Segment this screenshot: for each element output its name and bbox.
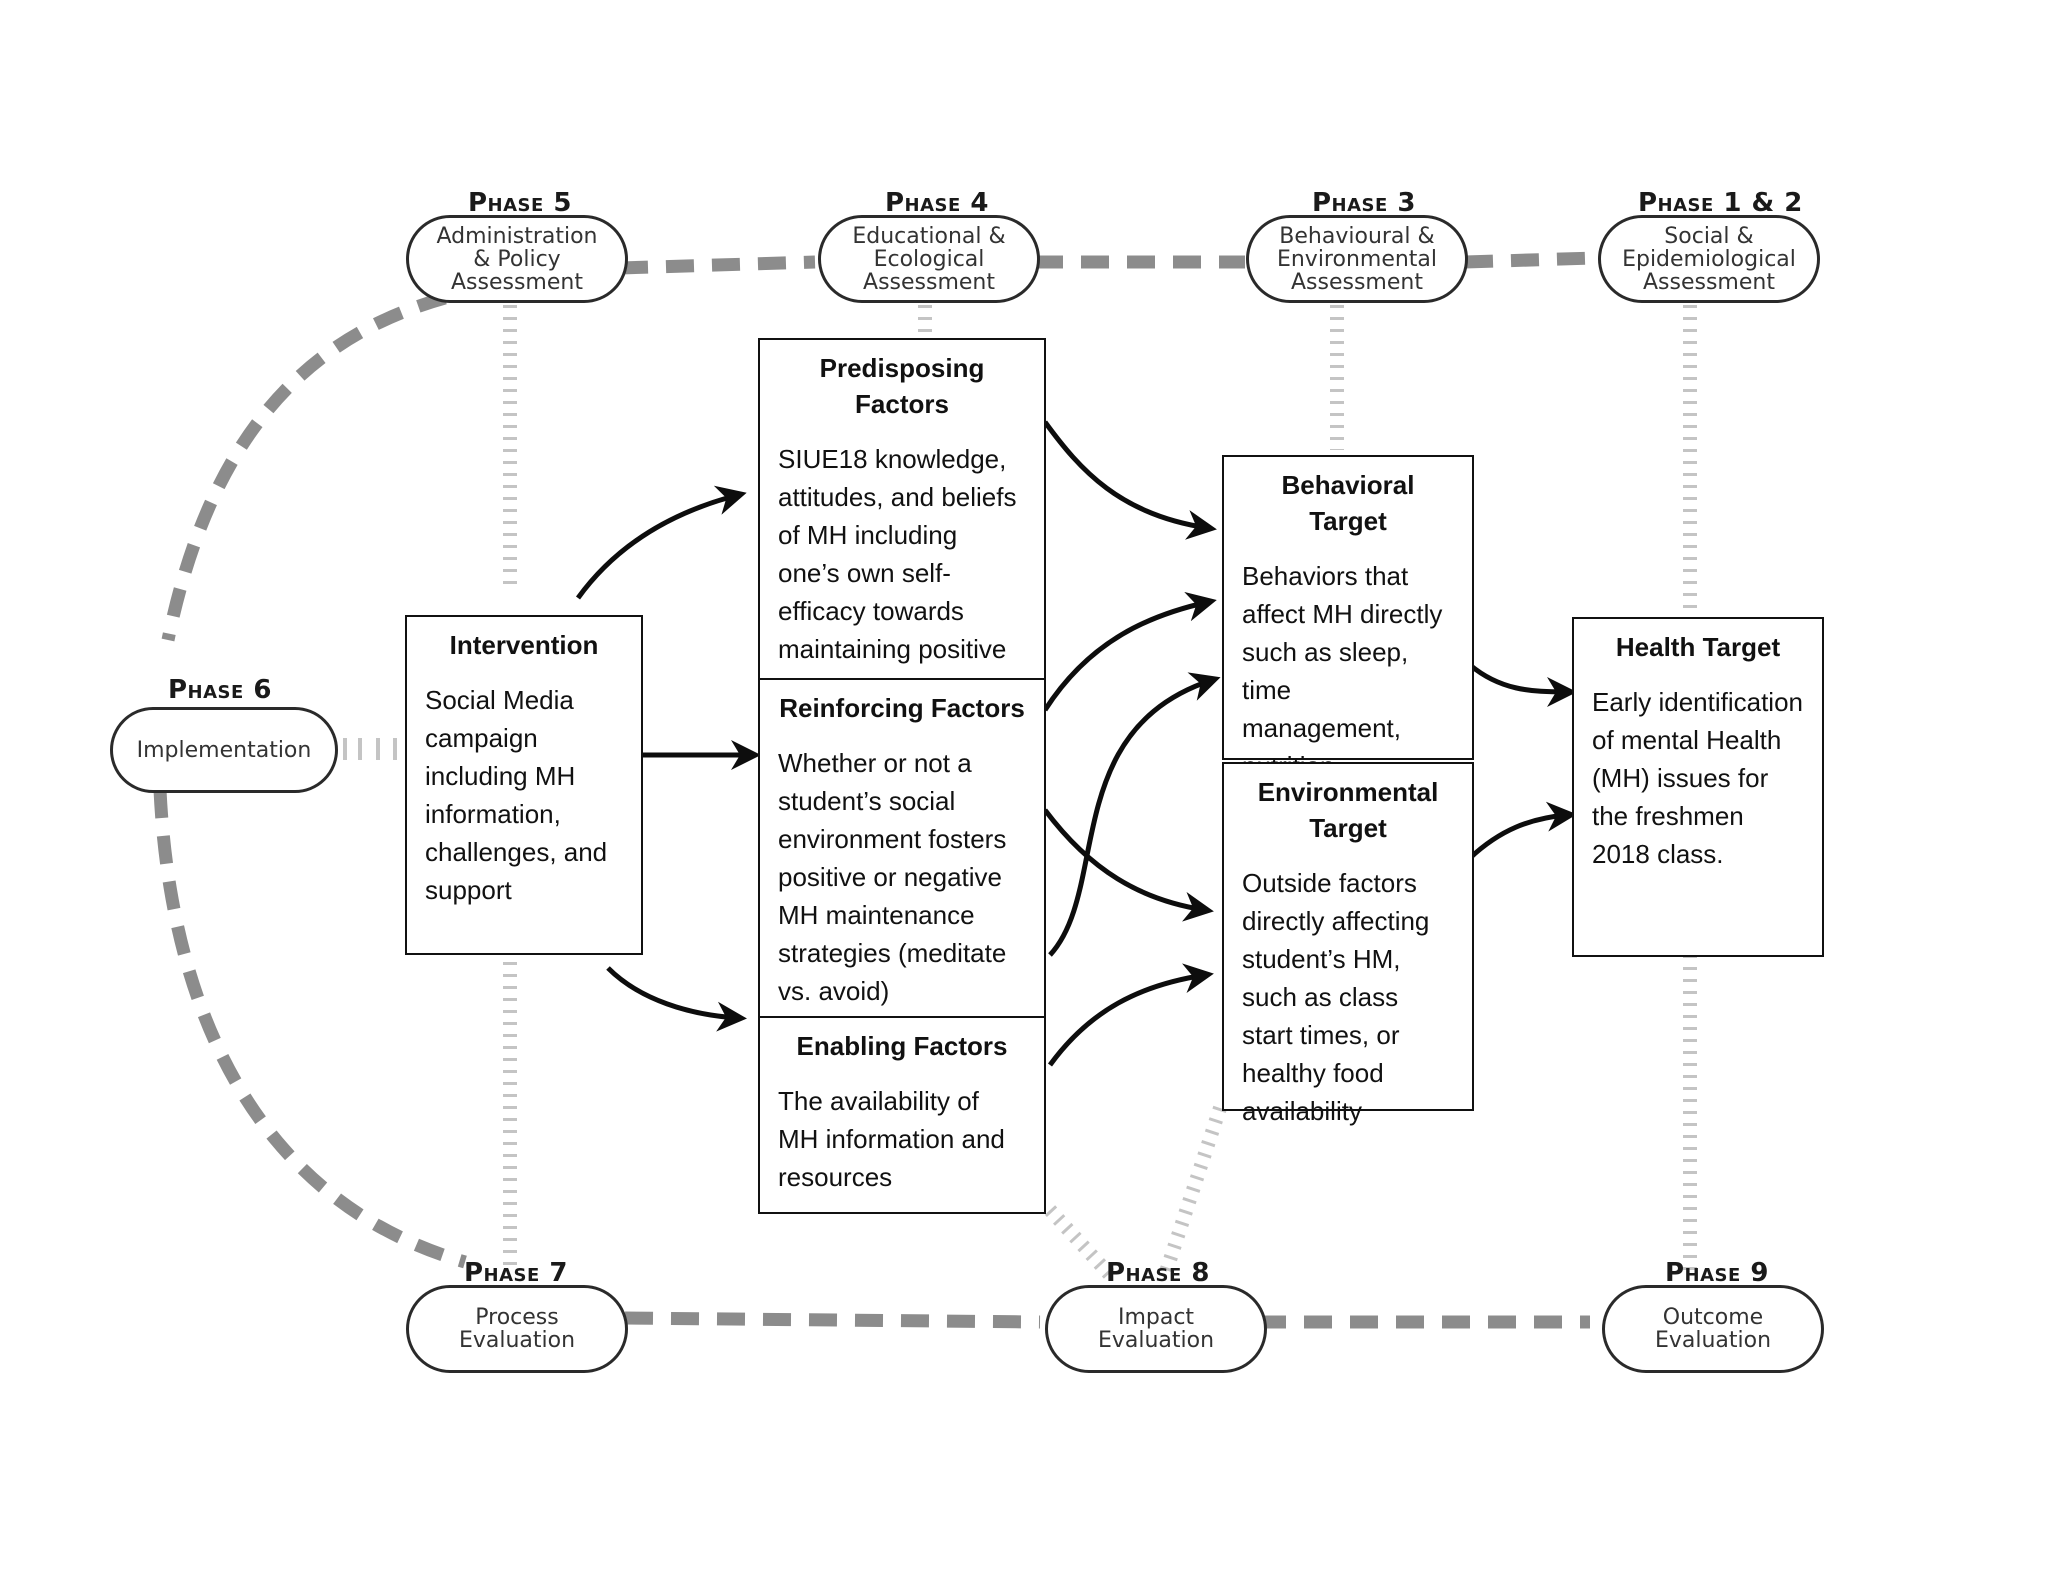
arrow-predisposing-behavioral xyxy=(1042,420,1217,540)
dashed-top-3-12 xyxy=(1464,251,1596,269)
dotted-p6-connector xyxy=(343,738,397,760)
reinforcing-title: Reinforcing Factors xyxy=(779,693,1025,723)
predisposing-box: Predisposing Factors SIUE18 knowledge, a… xyxy=(758,338,1046,702)
health-title: Health Target xyxy=(1615,632,1781,662)
phase-7-label: Phase 7 xyxy=(464,1258,568,1288)
arrow-intervention-predisposing xyxy=(575,485,747,600)
arrow-intervention-enabling xyxy=(606,966,747,1032)
arrow-reinforcing-environmental xyxy=(1043,808,1214,922)
enabling-title: Enabling Factors xyxy=(796,1031,1008,1061)
arrow-behavioral-health xyxy=(1468,663,1577,707)
health-body: Early identification of mental Health (M… xyxy=(1592,687,1803,869)
phase-7-pill: Process Evaluation xyxy=(406,1285,628,1373)
reinforcing-box: Reinforcing Factors Whether or not a stu… xyxy=(758,678,1046,1018)
phase-6-label: Phase 6 xyxy=(168,675,272,705)
arrow-reinforcing-behavioral xyxy=(1042,591,1217,712)
phase-8-pill: Impact Evaluation xyxy=(1045,1285,1267,1373)
behavioral-body: Behaviors that affect MH directly such a… xyxy=(1242,561,1443,781)
phase-5-label: Phase 5 xyxy=(468,188,572,218)
phase-9-label: Phase 9 xyxy=(1665,1258,1769,1288)
dashed-top-5-4 xyxy=(619,255,816,275)
behavioral-title: Behavioral Target xyxy=(1281,470,1415,536)
predisposing-title: Predisposing Factors xyxy=(819,353,985,419)
enabling-box: Enabling Factors The availability of MH … xyxy=(758,1016,1046,1214)
environmental-box: Environmental Target Outside factors dir… xyxy=(1222,762,1474,1126)
phase-6-pill: Implementation xyxy=(110,707,338,793)
dotted-connectors xyxy=(503,305,1697,1280)
phase-1-2-pill: Social & Epidemiological Assessment xyxy=(1598,215,1820,303)
phase-5-pill: Administration & Policy Assessment xyxy=(406,215,628,303)
reinforcing-body: Whether or not a student’s social enviro… xyxy=(778,748,1007,1006)
predisposing-body: SIUE18 knowledge, attitudes, and beliefs… xyxy=(778,444,1017,702)
environmental-body: Outside factors directly affecting stude… xyxy=(1242,868,1430,1126)
intervention-body: Social Media campaign including MH infor… xyxy=(425,685,608,905)
arrows xyxy=(575,420,1577,1067)
intervention-title: Intervention xyxy=(449,630,599,660)
phase-9-pill: Outcome Evaluation xyxy=(1602,1285,1824,1373)
environmental-title: Environmental Target xyxy=(1257,777,1439,843)
dashed-bottom-7-8 xyxy=(624,1311,1041,1329)
arrow-enabling-environmental xyxy=(1047,963,1214,1067)
dashed-arc-6-7 xyxy=(153,789,467,1269)
phase-4-pill: Educational & Ecological Assessment xyxy=(818,215,1040,303)
phase-8-label: Phase 8 xyxy=(1106,1258,1210,1288)
intervention-box: Intervention Social Media campaign inclu… xyxy=(405,615,643,955)
phase-1-2-label: Phase 1 & 2 xyxy=(1638,188,1803,218)
arrow-environmental-health xyxy=(1468,801,1577,860)
dashed-arc-5-6 xyxy=(161,291,447,642)
dashed-path xyxy=(153,251,1596,1329)
phase-3-pill: Behavioural & Environmental Assessment xyxy=(1246,215,1468,303)
enabling-body: The availability of MH information and r… xyxy=(778,1086,1005,1192)
dotted-env-to-p8 xyxy=(1158,1105,1227,1278)
phase-3-label: Phase 3 xyxy=(1312,188,1416,218)
arrow-reinforcing-behavioral-low xyxy=(1048,672,1221,957)
health-box: Health Target Early identification of me… xyxy=(1572,617,1824,957)
behavioral-box: Behavioral Target Behaviors that affect … xyxy=(1222,455,1474,781)
dotted-enabling-to-p8 xyxy=(1044,1205,1116,1280)
phase-4-label: Phase 4 xyxy=(885,188,989,218)
